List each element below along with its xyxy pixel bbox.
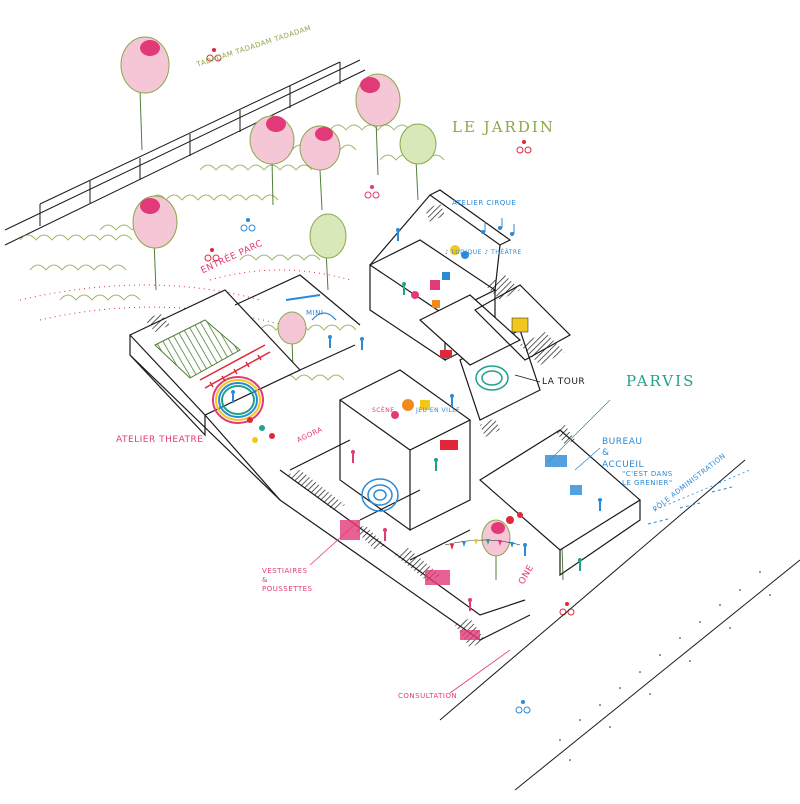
garden-dots	[19, 269, 351, 331]
tree-icon	[309, 213, 347, 291]
rainbow-circle	[212, 376, 264, 424]
mini-label: MINI	[306, 309, 324, 317]
tree-icon	[399, 123, 437, 201]
le-jardin-label: LE JARDIN	[452, 118, 555, 136]
person-icon	[360, 337, 364, 350]
tree-icon	[120, 36, 170, 151]
person-icon	[383, 528, 387, 541]
person-icon	[523, 543, 527, 556]
person-icon	[468, 598, 472, 611]
cyclist-icon	[240, 218, 256, 232]
person-icon	[396, 228, 400, 241]
cest-dans-label: "C'EST DANS LE GRENIER"	[622, 470, 673, 487]
la-tour-label: LA TOUR	[542, 377, 586, 387]
person-icon	[351, 450, 355, 463]
person-icon	[598, 498, 602, 511]
tree-icon	[299, 125, 341, 211]
person-icon	[231, 390, 235, 403]
flag-garland-icon	[444, 539, 521, 550]
music-note-icon	[481, 218, 515, 236]
lawn	[154, 319, 241, 379]
fence	[4, 59, 366, 246]
leader-lines	[309, 374, 611, 694]
building	[128, 189, 642, 641]
person-icon	[328, 335, 332, 348]
cirque-sub-label: ♪ LUDIQUE ♪ THÉÂTRE	[445, 249, 522, 256]
people	[231, 228, 602, 611]
stairs-icon	[361, 478, 399, 512]
tree-icon	[249, 115, 295, 206]
bureau-accueil-label: BUREAU & ACCUEIL	[602, 437, 645, 470]
person-icon	[434, 458, 438, 471]
person-icon	[402, 282, 406, 295]
tree-icon	[481, 519, 511, 580]
cyclist-icon	[516, 140, 532, 154]
trees	[120, 36, 583, 581]
jeu-ville-label: JEU EN VILLE	[416, 407, 461, 414]
tree-icon	[355, 73, 401, 176]
street	[439, 459, 800, 791]
atelier-theatre-label: ATELIER THEATRE	[116, 435, 204, 445]
cyclist-icon	[515, 700, 531, 714]
stairs-icon	[475, 365, 509, 391]
cyclist-icon	[204, 248, 220, 262]
furniture	[247, 245, 582, 640]
person-icon	[578, 558, 582, 571]
consultation-label: CONSULTATION	[398, 692, 458, 700]
cyclist-icon	[206, 48, 222, 62]
parvis-label: PARVIS	[626, 372, 696, 390]
cyclist-icon	[364, 185, 380, 199]
person-icon	[450, 394, 454, 407]
sidewalk-dots	[559, 571, 771, 761]
scene-label: SCÈNE	[372, 407, 395, 414]
vestiaires-label: VESTIAIRES & POUSSETTES	[262, 567, 313, 593]
tree-icon	[132, 195, 178, 291]
atelier-cirque-label: ATELIER CIRQUE	[452, 199, 517, 207]
cyclist-icon	[559, 602, 575, 616]
ladder	[199, 344, 271, 389]
